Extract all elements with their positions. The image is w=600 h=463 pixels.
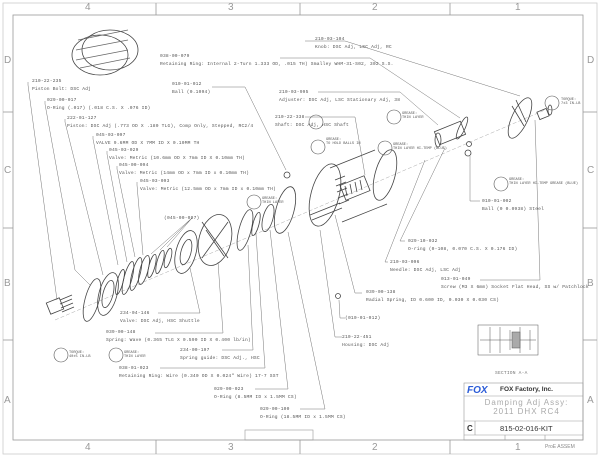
row-marker: D bbox=[587, 55, 595, 66]
row-marker: D bbox=[4, 55, 12, 66]
retaining-ring-wire-part bbox=[251, 211, 261, 237]
knob-part bbox=[507, 97, 533, 139]
housing-part bbox=[308, 149, 398, 227]
column-marker: 4 bbox=[85, 2, 91, 13]
grease-note: GREASE:THIN LAYER bbox=[124, 351, 146, 359]
row-marker: B bbox=[4, 278, 11, 289]
column-marker: 1 bbox=[515, 2, 521, 13]
row-marker: A bbox=[587, 395, 594, 406]
reference-callout: (010-01-012) bbox=[345, 316, 381, 321]
grease-note: GREASE:THIN LAYER bbox=[262, 197, 284, 205]
shaft-part bbox=[309, 175, 371, 221]
section-a-a-view bbox=[477, 324, 539, 356]
o-ring-part bbox=[261, 204, 275, 232]
title-block bbox=[244, 382, 584, 441]
piston-part bbox=[97, 272, 119, 316]
leader-lines bbox=[27, 40, 541, 410]
grease-note: GREASE:THIN LAYER HI-TEMP (BLUE) bbox=[393, 143, 447, 151]
row-marker: C bbox=[587, 165, 595, 176]
piston-bolt-part bbox=[45, 294, 75, 315]
row-marker: A bbox=[4, 395, 11, 406]
o-ring-part bbox=[236, 209, 254, 251]
fox-logo: FOX bbox=[467, 385, 488, 396]
section-label: SECTION A-A bbox=[495, 371, 528, 376]
grease-note: GREASE:THIN LAYER HI-TEMP GREASE (BLUE) bbox=[509, 178, 579, 186]
hsc-shuttle-part bbox=[174, 230, 198, 274]
ball-part bbox=[464, 149, 472, 157]
column-marker: 1 bbox=[515, 442, 521, 453]
valve-part bbox=[129, 257, 143, 291]
o-ring-part bbox=[455, 116, 469, 140]
row-marker: C bbox=[4, 165, 12, 176]
assembly-axis bbox=[54, 109, 546, 321]
o-ring-part bbox=[273, 186, 297, 234]
retaining-ring-part bbox=[71, 29, 139, 76]
column-marker: 2 bbox=[372, 2, 378, 13]
column-marker: 3 bbox=[228, 2, 234, 13]
valve-part bbox=[115, 269, 125, 295]
grease-note: GREASE:THIN LAYER bbox=[402, 112, 424, 120]
torque-note: TORQUE:40±5 IN-LB bbox=[69, 351, 91, 359]
part-number: 815-02-016-KIT bbox=[500, 424, 553, 433]
spring-guide-part bbox=[197, 214, 233, 266]
radial-spring-part bbox=[466, 141, 472, 147]
sheet-size: C bbox=[467, 424, 473, 433]
footer-label: ProE ASSEM bbox=[545, 444, 575, 450]
row-marker: B bbox=[587, 278, 594, 289]
drawing-title: Damping Adj Assy:2011 DHX RC4 bbox=[484, 398, 569, 416]
adjuster-part bbox=[433, 120, 467, 148]
ball-part bbox=[335, 293, 341, 299]
o-ring-part bbox=[82, 278, 102, 322]
column-marker: 2 bbox=[372, 442, 378, 453]
valve-part bbox=[121, 261, 135, 295]
company-name: FOX Factory, Inc. bbox=[500, 386, 553, 393]
note-symbols bbox=[53, 95, 560, 363]
torque-note: TORQUE:7±3 IN-LB bbox=[561, 98, 581, 106]
reference-callout: (045-00-097) bbox=[164, 216, 200, 221]
column-marker: 3 bbox=[228, 442, 234, 453]
column-marker: 4 bbox=[85, 442, 91, 453]
valve-part bbox=[138, 255, 150, 285]
screw-part bbox=[536, 104, 553, 121]
grease-note: GREASE:TO HOLD BALLS IN bbox=[326, 138, 361, 146]
parts bbox=[45, 29, 553, 322]
ball-part bbox=[283, 171, 291, 179]
